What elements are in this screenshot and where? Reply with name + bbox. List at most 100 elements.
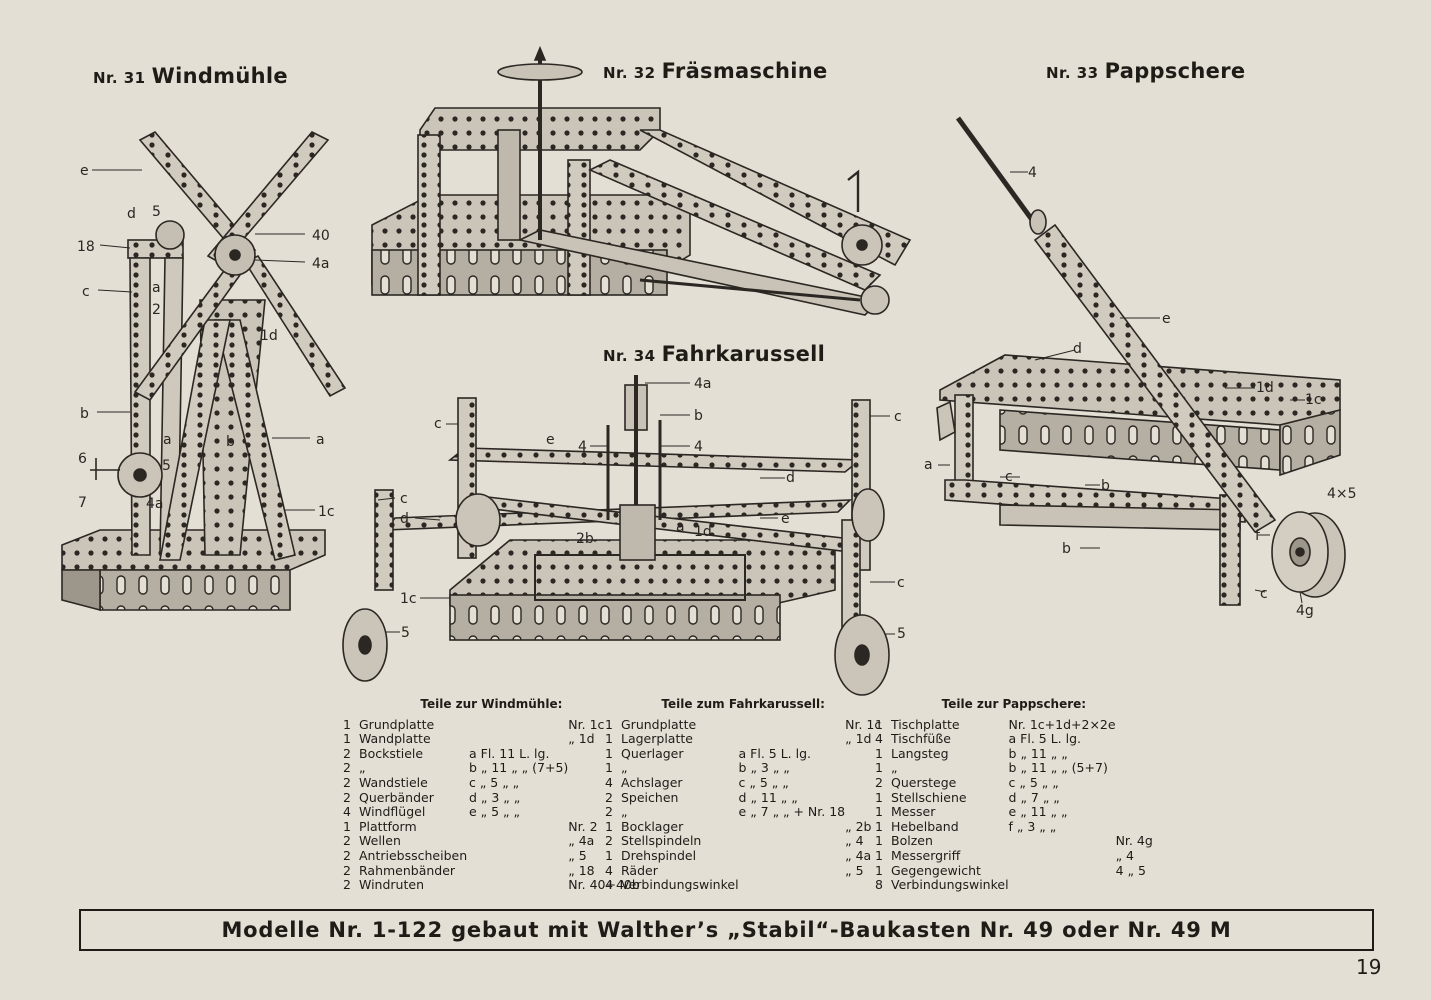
part-label: 1d [1256, 380, 1274, 396]
part-label: c [894, 409, 902, 425]
part-label: 4a [146, 496, 164, 512]
part-label: c [897, 575, 905, 591]
page-number: 19 [1356, 955, 1382, 979]
part-label: 40 [312, 228, 330, 244]
parts-list-heading: Teile zur Windmühle: [420, 697, 563, 711]
part-label: b [1062, 541, 1071, 557]
windmill-drawing [61, 130, 347, 612]
part-label: d [400, 511, 409, 527]
paper-cutter-drawing [936, 116, 1346, 606]
part-label: 5 [897, 626, 906, 642]
footer-banner: Modelle Nr. 1-122 gebaut mit Walther’s „… [79, 909, 1374, 951]
part-label: 2 [152, 302, 161, 318]
part-label: c [82, 284, 90, 300]
part-label: 5 [401, 625, 410, 641]
part-label: 1d [694, 524, 712, 540]
part-label: 4×5 [1327, 486, 1357, 502]
part-label: 4 [578, 439, 587, 455]
part-label: c [434, 416, 442, 432]
part-label: 4 [694, 439, 703, 455]
milling-machine-drawing [371, 45, 912, 316]
paper-cutter-leader-lines [938, 171, 1305, 604]
part-label: a [924, 457, 933, 473]
carousel-leader-lines [377, 382, 895, 635]
part-label: a [676, 519, 685, 535]
table-row: 2„b „ 11 „ „ (7+5) [343, 760, 569, 776]
part-label: 18 [77, 239, 95, 255]
part-label: 4a [694, 376, 712, 392]
part-label: a [163, 432, 172, 448]
part-label: 7 [78, 495, 87, 511]
carousel-labels: 4a b c 4 4 e c d d c e a 1d 2b 1c 5 c 5 [400, 376, 906, 642]
part-label: 5 [152, 204, 161, 220]
part-label: b [694, 408, 703, 424]
parts-list-heading: Teile zum Fahrkarussell: [661, 697, 825, 711]
part-label: f [1255, 528, 1261, 544]
part-label: e [546, 432, 555, 448]
part-label: 1c [400, 591, 417, 607]
part-label: 5 [162, 458, 171, 474]
table-row: 1„b „ 3 „ „ [605, 760, 790, 776]
part-label: c [1260, 586, 1268, 602]
part-label: b [80, 406, 89, 422]
part-label: b [226, 434, 235, 450]
footer-banner-text: Modelle Nr. 1-122 gebaut mit Walther’s „… [221, 918, 1232, 942]
part-label: 1c [1305, 392, 1322, 408]
part-label: e [781, 511, 790, 527]
part-label: c [1005, 469, 1013, 485]
part-label: 1d [260, 328, 278, 344]
part-label: 2b [576, 531, 594, 547]
part-label: e [80, 163, 89, 179]
part-label: 4 [1028, 165, 1037, 181]
part-label: a [316, 432, 325, 448]
table-row: 1„b „ 11 „ „ (5+7) [875, 760, 1108, 776]
part-label: d [1073, 341, 1082, 357]
part-label: a [152, 280, 161, 296]
parts-list-heading: Teile zur Pappschere: [941, 697, 1087, 711]
part-label: c [400, 491, 408, 507]
part-label: b [1101, 478, 1110, 494]
part-label: 1c [318, 504, 335, 520]
part-label: e [1162, 311, 1171, 327]
part-label: 6 [78, 451, 87, 467]
carousel-drawing [342, 375, 890, 696]
